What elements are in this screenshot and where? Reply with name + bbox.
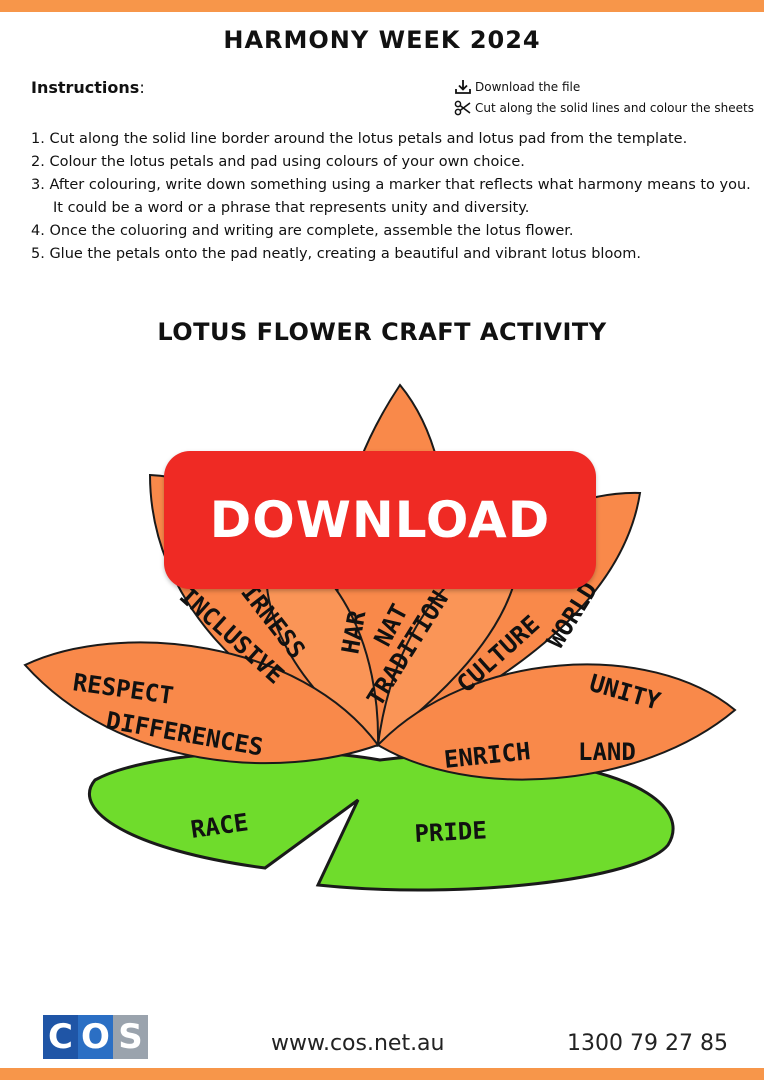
activity-title: LOTUS FLOWER CRAFT ACTIVITY [157, 318, 607, 346]
quick-step-download: Download the file [454, 76, 754, 97]
quick-step-download-text: Download the file [475, 79, 581, 94]
download-icon [455, 79, 471, 94]
step-2: 2. Colour the lotus petals and pad using… [31, 154, 525, 170]
logo-letter-c: C [43, 1015, 78, 1059]
scissors-icon [454, 100, 471, 115]
quick-step-cut-text: Cut along the solid lines and colour the… [475, 100, 754, 115]
logo-letter-o: O [78, 1015, 113, 1059]
cos-logo: C O S [43, 1015, 150, 1059]
quick-steps: Download the file Cut along the solid li… [454, 76, 754, 118]
top-accent-bar [0, 0, 764, 12]
step-3: 3. After colouring, write down something… [31, 177, 751, 193]
website-link[interactable]: www.cos.net.au [271, 1031, 445, 1056]
download-button[interactable]: DOWNLOAD [164, 451, 596, 589]
step-1: 1. Cut along the solid line border aroun… [31, 131, 688, 147]
step-4: 4. Once the coluoring and writing are co… [31, 223, 574, 239]
phone-number: 1300 79 27 85 [567, 1031, 728, 1056]
step-5: 5. Glue the petals onto the pad neatly, … [31, 246, 641, 262]
instructions-label: Instructions [31, 78, 140, 97]
petal-right [376, 663, 737, 781]
quick-step-cut: Cut along the solid lines and colour the… [454, 97, 754, 118]
lotus-craft-image: RESPECT DIFFERENCES INCLUSIVE IRNESS HAR… [23, 383, 737, 892]
word-pride: PRIDE [414, 816, 488, 848]
bottom-accent-bar [0, 1068, 764, 1080]
instructions-heading: Instructions: [31, 78, 145, 97]
page-title: HARMONY WEEK 2024 [223, 26, 541, 54]
word-land: LAND [578, 738, 636, 766]
instructions-colon: : [139, 78, 145, 97]
logo-letter-s: S [113, 1015, 148, 1059]
petal-left [23, 641, 380, 765]
instruction-steps: 1. Cut along the solid line border aroun… [31, 128, 751, 266]
step-3-continued: It could be a word or a phrase that repr… [53, 200, 530, 216]
